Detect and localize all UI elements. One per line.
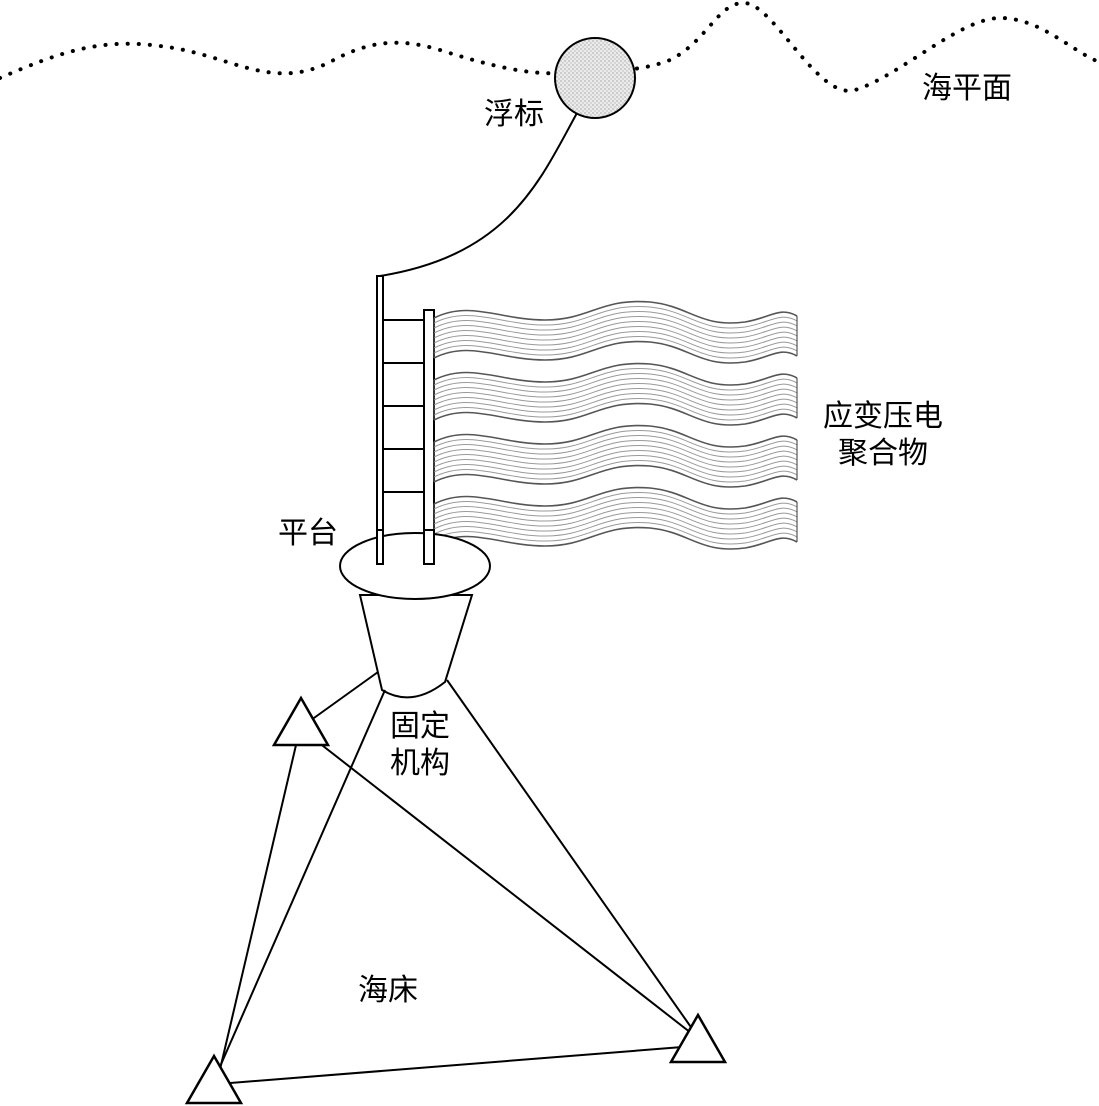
mast-left-rail-base [376, 529, 384, 565]
polymer-label-line2: 聚合物 [838, 436, 928, 471]
ribbon-strand [433, 311, 798, 334]
ribbon-strand [433, 362, 798, 386]
mooring-line [217, 1045, 696, 1085]
ribbon-strand [433, 378, 798, 401]
polymer-ribbon [433, 300, 798, 364]
ribbon-strand [433, 522, 798, 545]
ribbon-strand [433, 321, 798, 344]
polymer-ribbon [433, 424, 798, 488]
mooring-line [214, 689, 386, 1079]
ribbon-strand [433, 368, 798, 391]
anchor-triangle [184, 1053, 244, 1105]
mast-ladder [376, 275, 435, 565]
ribbon-strand [433, 424, 798, 448]
piezoelectric-ribbons [433, 300, 798, 550]
buoy-label: 浮标 [484, 97, 544, 132]
ribbon-strand [433, 464, 798, 488]
ribbon-strand [433, 507, 798, 530]
buoy-body [554, 37, 636, 119]
ribbon-strand [433, 393, 798, 416]
ribbon-strand [433, 435, 798, 458]
ribbon-strand [433, 460, 798, 483]
ribbon-strand [433, 336, 798, 359]
mooring-line [217, 727, 301, 1079]
anchor-label-line2: 机构 [390, 746, 450, 781]
ribbon-strand [433, 526, 798, 550]
platform-disc [339, 532, 491, 600]
ribbon-strand [433, 450, 798, 473]
mooring-line [299, 727, 701, 1041]
ribbon-strand [433, 402, 798, 426]
ribbon-strand [433, 316, 798, 339]
ribbon-strand [433, 383, 798, 406]
ribbon-strand [433, 430, 798, 453]
ribbon-strand [433, 497, 798, 520]
seabed-label: 海床 [358, 973, 418, 1008]
ribbon-strand [433, 512, 798, 535]
anchor-triangle [271, 695, 331, 747]
ribbon-strand [433, 455, 798, 478]
ribbon-strand [433, 502, 798, 525]
ribbon-strand [433, 340, 798, 364]
buoy [554, 37, 636, 119]
polymer-ribbon [433, 362, 798, 426]
ribbon-strand [433, 398, 798, 421]
seabed-anchors [184, 695, 728, 1105]
ribbon-strand [433, 486, 798, 510]
anchor-triangle [668, 1012, 728, 1064]
anchor-cone [358, 594, 474, 699]
ribbon-strand [433, 445, 798, 468]
polymer-label-line1: 应变压电 [823, 399, 943, 434]
sea-surface-label: 海平面 [922, 71, 1012, 106]
ribbon-strand [433, 300, 798, 324]
ribbon-strand [433, 326, 798, 349]
anchor-label-line1: 固定 [390, 709, 450, 744]
buoy-tether [379, 112, 578, 277]
mooring-line [446, 679, 701, 1041]
ribbon-strand [433, 388, 798, 411]
ribbon-strand [433, 306, 798, 329]
mooring-lines [214, 671, 701, 1085]
mast-left-rail [376, 275, 384, 565]
ribbon-strand [433, 517, 798, 540]
mast-right-rail [423, 309, 435, 565]
mast-right-rail-base [423, 529, 435, 565]
ribbon-strand [433, 492, 798, 515]
ribbon-strand [433, 373, 798, 396]
polymer-ribbon [433, 486, 798, 550]
ribbon-strand [433, 331, 798, 354]
ribbon-strand [433, 440, 798, 463]
platform-label: 平台 [278, 516, 338, 551]
